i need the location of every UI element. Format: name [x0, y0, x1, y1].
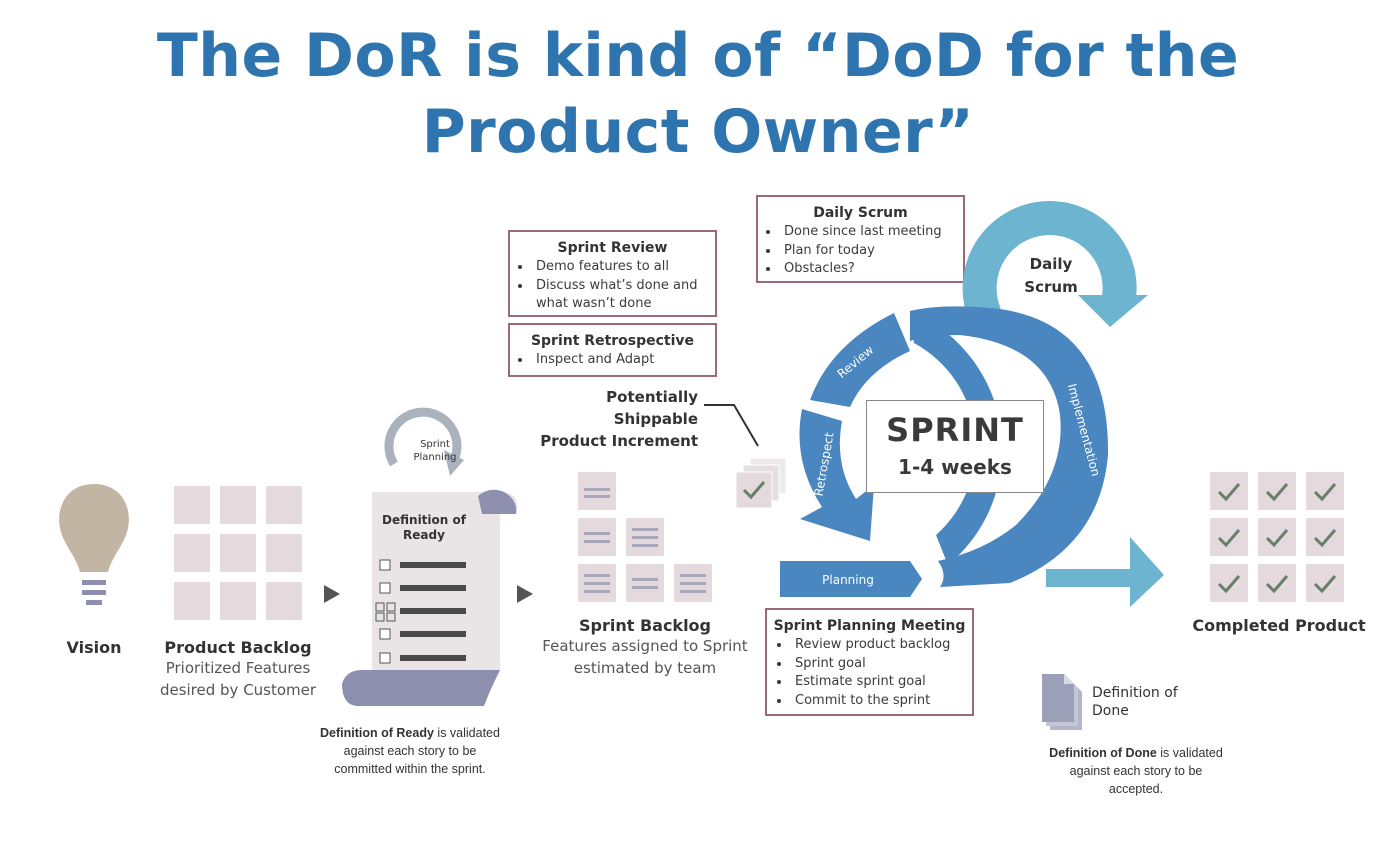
definition-of-ready-scroll: Sprint Planning Definition of Ready	[342, 407, 518, 706]
dor-heading-line2: Ready	[403, 528, 445, 542]
dod-label: Definition of Done	[1092, 684, 1178, 720]
dor-heading-line1: Definition of	[382, 513, 467, 527]
product-backlog-text: Product Backlog Prioritized Features des…	[150, 638, 326, 701]
dor-note-line2: against each story to be	[343, 744, 477, 758]
title-line-2: Product Owner”	[421, 97, 975, 167]
sprint-retro-item: Inspect and Adapt	[532, 351, 715, 370]
dor-note-line3: committed within the sprint.	[334, 762, 486, 776]
sprint-review-title: Sprint Review	[557, 240, 668, 256]
product-backlog-sub2: desired by Customer	[159, 681, 317, 699]
sprint-backlog-sub2: estimated by team	[573, 659, 717, 677]
daily-scrum-loop-line2: Scrum	[1024, 278, 1077, 296]
planning-meeting-item: Sprint goal	[791, 655, 972, 674]
sprint-center-duration: 1-4 weeks	[898, 455, 1012, 479]
daily-scrum-item: Done since last meeting	[780, 223, 963, 242]
flow-arrow-icon	[324, 585, 340, 603]
daily-scrum-title: Daily Scrum	[813, 205, 908, 221]
sprint-review-item: what wasn’t done	[536, 296, 652, 311]
planning-meeting-item: Review product backlog	[791, 636, 972, 655]
sprint-review-box: Sprint Review Demo features to all Discu…	[508, 230, 717, 317]
daily-scrum-box: Daily Scrum Done since last meeting Plan…	[756, 195, 965, 283]
sprint-planning-cycle-line1: Sprint	[420, 439, 450, 450]
product-backlog-grid	[174, 486, 302, 620]
completed-product-label: Completed Product	[1192, 616, 1366, 635]
increment-connector	[704, 404, 787, 509]
daily-scrum-item: Obstacles?	[780, 260, 963, 279]
slide-title: The DoR is kind of “DoD for the Product …	[0, 18, 1396, 170]
sprint-center-title: SPRINT	[886, 411, 1024, 449]
planning-meeting-title: Sprint Planning Meeting	[773, 618, 966, 634]
dor-note-rest: is validated	[433, 726, 500, 740]
dod-line2: Done	[1092, 703, 1129, 719]
increment-label: Potentially Shippable Product Increment	[520, 386, 698, 452]
sprint-backlog-stack	[578, 472, 712, 602]
document-icon	[1042, 674, 1082, 730]
sprint-center-box: SPRINT 1-4 weeks	[866, 400, 1044, 493]
planning-meeting-item: Estimate sprint goal	[791, 673, 972, 692]
dor-note: Definition of Ready is validated against…	[310, 724, 510, 778]
increment-line2: Product Increment	[540, 432, 698, 450]
sprint-retrospective-box: Sprint Retrospective Inspect and Adapt	[508, 323, 717, 377]
daily-scrum-loop-line1: Daily	[1030, 255, 1073, 273]
lightbulb-icon	[59, 484, 129, 605]
dod-note-line2: against each story to be	[1069, 764, 1203, 778]
sprint-backlog-text: Sprint Backlog Features assigned to Spri…	[532, 616, 758, 679]
sprint-review-item: Discuss what’s done and	[532, 277, 715, 296]
increment-line1: Potentially Shippable	[606, 388, 698, 428]
product-backlog-label: Product Backlog	[164, 638, 312, 657]
product-backlog-sub1: Prioritized Features	[165, 659, 311, 677]
sprint-retro-title: Sprint Retrospective	[530, 333, 695, 349]
sprint-review-item: Demo features to all	[532, 258, 715, 277]
sprint-planning-meeting-box: Sprint Planning Meeting Review product b…	[765, 608, 974, 716]
flow-arrow-icon	[517, 585, 533, 603]
dod-note-rest: is validated	[1156, 746, 1223, 760]
daily-scrum-item: Plan for today	[780, 242, 963, 261]
completed-product-grid	[1210, 472, 1344, 602]
dod-note: Definition of Done is validated against …	[1036, 744, 1236, 798]
sprint-cycle-diagram: Daily Scrum Implementation Review Retros…	[780, 201, 1164, 607]
dod-note-line3: accepted.	[1108, 782, 1164, 796]
dor-note-bold: Definition of Ready	[320, 726, 434, 740]
vision-label: Vision	[66, 638, 122, 657]
sprint-planning-cycle-line2: Planning	[413, 452, 456, 463]
title-line-1: The DoR is kind of “DoD for the	[156, 21, 1240, 91]
dod-line1: Definition of	[1092, 685, 1178, 701]
sprint-backlog-label: Sprint Backlog	[578, 616, 711, 635]
planning-label: Planning	[822, 573, 874, 587]
dod-note-bold: Definition of Done	[1049, 746, 1157, 760]
planning-meeting-item: Commit to the sprint	[791, 692, 972, 711]
sprint-backlog-sub1: Features assigned to Sprint	[542, 637, 748, 655]
